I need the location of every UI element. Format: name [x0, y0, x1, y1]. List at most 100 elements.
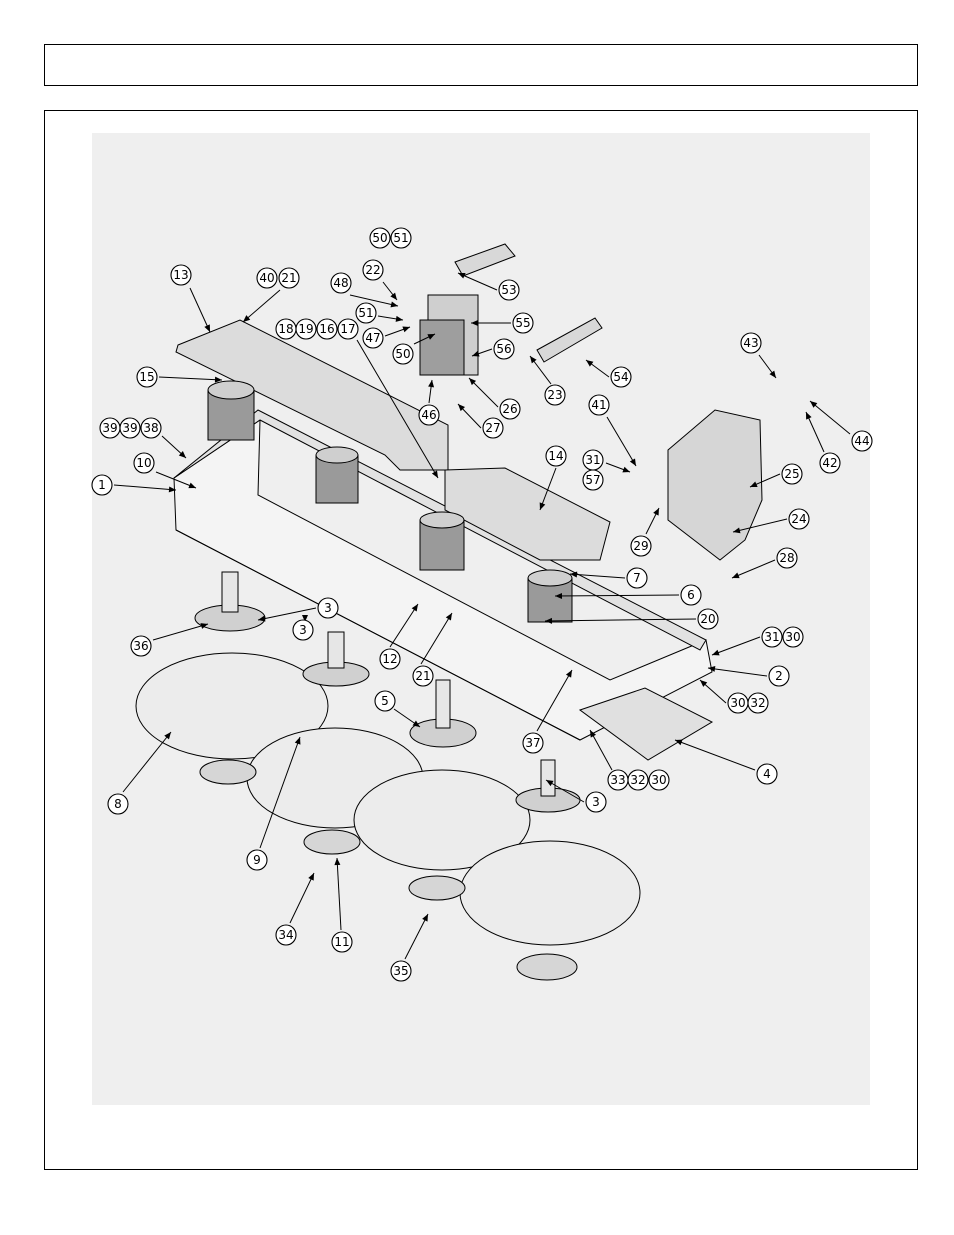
callout-circle	[140, 417, 162, 439]
callout-circle	[278, 267, 300, 289]
callout-leader-line	[113, 484, 177, 491]
callout-circle	[337, 318, 359, 340]
callout-number: 51	[358, 306, 373, 320]
callout-53: 53	[457, 272, 520, 301]
callout-24: 24	[732, 508, 810, 534]
top-shield	[175, 319, 449, 471]
callout-circle	[768, 665, 790, 687]
callout-circle	[130, 635, 152, 657]
callout-arrowhead	[586, 360, 594, 367]
callout-arrowhead	[471, 320, 478, 326]
callout-35: 35	[390, 960, 412, 982]
callout-54: 54	[585, 359, 632, 388]
callout-3: 3	[292, 615, 314, 641]
callout-circle	[331, 931, 353, 953]
callout-circle	[627, 769, 649, 791]
callout-arrowhead	[472, 350, 480, 357]
callout-23: 23	[529, 355, 566, 406]
callout-leader-line	[404, 913, 429, 960]
callout-28: 28	[731, 547, 798, 579]
callout-number: 32	[630, 773, 645, 787]
callout-number: 12	[382, 652, 397, 666]
callout-number: 22	[365, 263, 380, 277]
callout-number: 19	[298, 322, 313, 336]
callout-arrowhead	[653, 508, 659, 516]
lower-plate-11	[303, 829, 361, 855]
callout-circle	[782, 626, 804, 648]
callout-arrowhead	[422, 914, 428, 922]
callout-circle	[392, 343, 414, 365]
callout-number: 16	[319, 322, 334, 336]
lower-plate-right	[516, 953, 578, 981]
callout-51: 51	[355, 302, 404, 324]
callout-circle	[355, 302, 377, 324]
callout-number: 43	[743, 336, 758, 350]
disc-hub-right	[515, 759, 581, 813]
callout-arrowhead	[427, 334, 435, 340]
callout-leader-line	[539, 467, 557, 511]
callout-21: 21	[242, 267, 300, 323]
callout-number: 6	[687, 588, 695, 602]
callout-arrowhead	[200, 623, 208, 629]
callout-number: 53	[501, 283, 516, 297]
callout-arrowhead	[546, 780, 554, 787]
callout-arrowhead	[302, 615, 308, 622]
callout-circle	[91, 474, 113, 496]
callout-arrowhead	[445, 613, 452, 621]
callout-leader-line	[152, 623, 209, 641]
callout-37: 37	[522, 732, 756, 771]
callout-arrowhead	[390, 301, 398, 308]
callout-circle	[369, 227, 391, 249]
callout-10: 10	[133, 452, 197, 489]
pulley-stack-1	[207, 380, 255, 441]
callout-circle	[582, 469, 604, 491]
callout-39: 39	[99, 417, 121, 439]
callout-leader-line	[544, 618, 697, 622]
callout-circle	[482, 417, 504, 439]
callout-circle	[630, 535, 652, 557]
callout-number: 32	[750, 696, 765, 710]
callout-arrowhead	[810, 401, 818, 408]
lower-plate-35	[408, 875, 466, 901]
callout-circle	[256, 267, 278, 289]
cutter-disc-right	[459, 840, 641, 946]
callout-circle	[292, 619, 314, 641]
callout-leader-line	[809, 400, 851, 435]
callout-19: 19	[295, 318, 317, 340]
callout-number: 20	[700, 612, 715, 626]
callout-circle	[412, 665, 434, 687]
callout-42: 42	[805, 411, 841, 474]
callout-leader-line	[336, 857, 342, 931]
callout-number: 31	[585, 453, 600, 467]
callout-number: 36	[133, 639, 148, 653]
side-shield	[444, 467, 611, 561]
callout-number: 3	[324, 601, 332, 615]
callout-number: 11	[334, 935, 349, 949]
callout-number: 35	[393, 964, 408, 978]
callout-8: 8	[107, 729, 613, 815]
callout-number: 39	[102, 421, 117, 435]
callout-number: 56	[496, 342, 511, 356]
diagram-frame	[44, 110, 918, 1170]
callout-arrowhead	[732, 572, 740, 579]
callout-number: 57	[585, 473, 600, 487]
disc-hub-3	[302, 631, 370, 687]
callout-number: 54	[613, 370, 628, 384]
callout-circle	[610, 366, 632, 388]
callout-circle	[585, 791, 607, 813]
callout-leader-line	[349, 294, 399, 307]
callout-circle	[761, 626, 783, 648]
disc-hub-36	[194, 571, 266, 632]
callout-leader-line	[289, 872, 315, 924]
callout-number: 30	[730, 696, 745, 710]
callout-number: 41	[591, 398, 606, 412]
callout-arrowhead	[458, 273, 466, 279]
callout-33: 33	[607, 769, 629, 791]
callout-arrowhead	[390, 292, 397, 300]
callout-arrowhead	[733, 527, 741, 534]
callout-circle	[747, 692, 769, 714]
callout-number: 28	[779, 551, 794, 565]
callout-number: 24	[791, 512, 806, 526]
callout-number: 8	[114, 797, 122, 811]
callout-arrowhead	[294, 737, 301, 745]
